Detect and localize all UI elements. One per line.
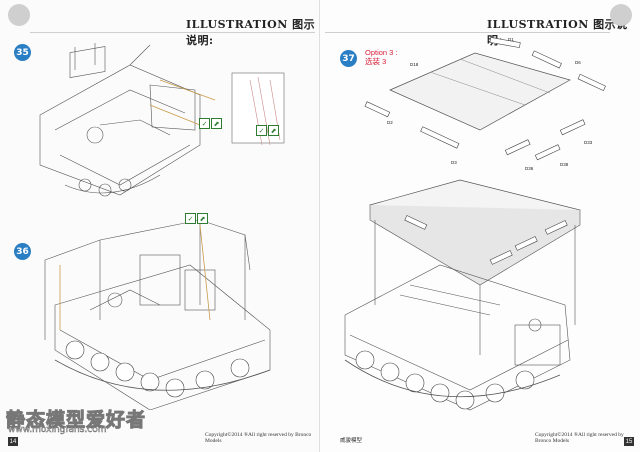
part-label-d36: D36: [525, 166, 534, 171]
glue-icon: ✓: [185, 213, 196, 224]
apply-icon: ⬈: [268, 125, 279, 136]
right-page: ILLUSTRATION 图示说明: 37 Option 3 : 选装 3 D1…: [320, 0, 640, 452]
center-brand-label: 威骏模型: [340, 438, 363, 444]
part-label-d18: D18: [410, 62, 419, 67]
step-36-assembly-drawing: [44, 219, 271, 410]
watermark-url: www.moxingfans.com: [8, 425, 107, 436]
apply-icon: ⬈: [197, 213, 208, 224]
part-label-d38: D38: [560, 162, 569, 167]
left-copyright: Copyright©2014 ®All right reserved by Br…: [205, 432, 312, 444]
left-page-number: 14: [8, 437, 18, 446]
header-decoration-circle: [610, 4, 632, 26]
part-label-d2: D2: [387, 120, 393, 125]
left-page: ILLUSTRATION 图示说明: 35 36 ✓ ⬈ ✓ ⬈: [8, 4, 316, 446]
right-copyright: Copyright©2014 ®All right reserved by Br…: [535, 432, 624, 444]
step-36-badge: 36: [14, 243, 31, 260]
glue-icon: ✓: [199, 118, 210, 129]
step-37-vehicle-with-canopy-drawing: [344, 179, 581, 411]
option-label-en: Option 3 :: [365, 48, 398, 57]
header-rule: [325, 32, 610, 33]
step-35-badge: 35: [14, 44, 31, 61]
glue-icon: ✓: [256, 125, 267, 136]
apply-icon: ⬈: [211, 118, 222, 129]
part-label-d33: D33: [584, 140, 593, 145]
step-37-badge: 37: [340, 50, 357, 67]
header-rule: [30, 32, 315, 33]
step-37-canopy-exploded-drawing: [364, 37, 606, 161]
header-decoration-circle: [8, 4, 30, 26]
part-label-d1: D1: [508, 37, 514, 42]
right-page-number: 15: [624, 437, 634, 446]
left-header-title: ILLUSTRATION 图示说明:: [186, 18, 316, 47]
watermark-text: 静态模型爱好者: [5, 409, 147, 432]
option-3-label: Option 3 : 选装 3: [365, 48, 398, 66]
option-label-cn: 选装 3: [365, 57, 387, 66]
part-label-d3: D3: [451, 160, 457, 165]
part-label-d6: D6: [575, 60, 581, 65]
